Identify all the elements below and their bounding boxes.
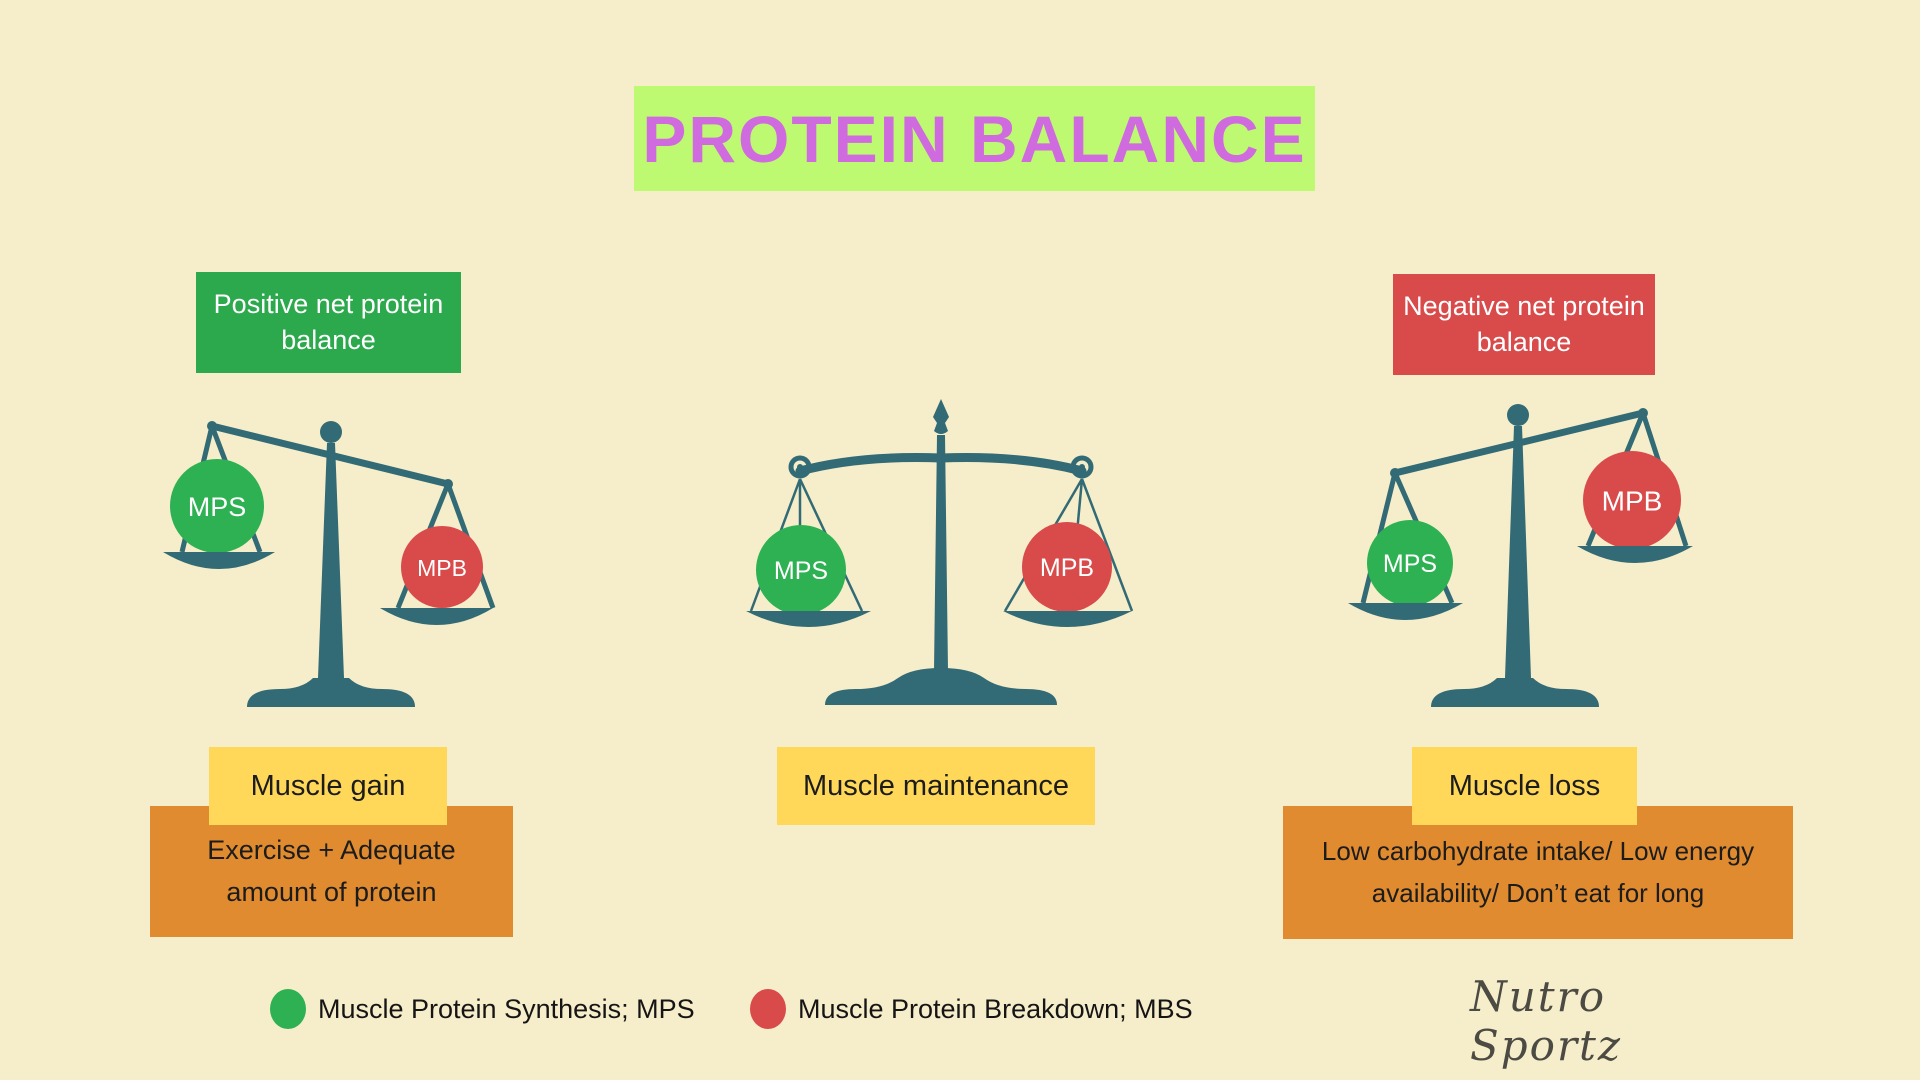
- legend-label-mpb: Muscle Protein Breakdown; MBS: [798, 993, 1193, 1024]
- title-banner: PROTEIN BALANCE: [634, 86, 1315, 191]
- balance-scale-negative-icon: MPS MPB: [1348, 404, 1693, 707]
- scale-column: [318, 443, 344, 678]
- scroll-dot: [797, 464, 803, 470]
- mpb-ball: [401, 526, 483, 608]
- mpb-label: MPB: [1040, 554, 1094, 582]
- muscle-gain-label: Muscle gain: [209, 747, 447, 825]
- page-title: PROTEIN BALANCE: [642, 101, 1307, 176]
- scale-pan: [1577, 546, 1693, 563]
- finial: [933, 399, 949, 434]
- scale-pan: [1003, 611, 1132, 627]
- mps-label: MPS: [774, 557, 828, 585]
- muscle-loss-label: Muscle loss: [1412, 747, 1637, 825]
- legend-label-mps: Muscle Protein Synthesis; MPS: [318, 993, 695, 1024]
- scale-beam: [1394, 409, 1644, 477]
- balance-scale-positive-icon: MPS MPB: [163, 421, 496, 707]
- scale-column: [1505, 426, 1531, 678]
- scroll-end-icon: [1070, 455, 1094, 479]
- mpb-label: MPB: [1602, 486, 1663, 517]
- mps-label: MPS: [1383, 550, 1437, 578]
- mps-ball: [1367, 520, 1453, 606]
- mps-ball: [170, 459, 264, 553]
- scale-base: [1431, 678, 1599, 707]
- scroll-dot: [1079, 464, 1085, 470]
- scale-beam: [211, 422, 449, 488]
- scale-pan: [746, 611, 871, 627]
- pivot-knob: [320, 421, 342, 443]
- red-dot-icon: [750, 989, 786, 1029]
- muscle-gain-cause: Exercise + Adequate amount of protein: [150, 806, 513, 937]
- mpb-ball: [1022, 522, 1112, 612]
- mpb-label: MPB: [417, 555, 467, 581]
- scale-base: [247, 678, 415, 707]
- legend-item-mpb: Muscle Protein Breakdown; MBS: [750, 988, 1193, 1030]
- negative-balance-header: Negative net protein balance: [1393, 274, 1655, 375]
- positive-balance-header: Positive net protein balance: [196, 272, 461, 373]
- scroll-end-icon: [788, 455, 812, 479]
- legend-item-mps: Muscle Protein Synthesis; MPS: [270, 988, 695, 1030]
- scale-pan: [1348, 603, 1463, 620]
- mps-ball: [756, 525, 846, 615]
- mps-label: MPS: [188, 492, 247, 522]
- scale-beam: [795, 453, 1087, 476]
- brand-signature: Nutro Sportz: [1470, 972, 1623, 1070]
- mpb-ball: [1583, 451, 1681, 549]
- balance-scale-balanced-icon: MPS MPB: [746, 399, 1134, 705]
- green-dot-icon: [270, 989, 306, 1029]
- scale-base: [825, 668, 1057, 705]
- scale-pan: [380, 608, 493, 625]
- muscle-maintenance-label: Muscle maintenance: [777, 747, 1095, 825]
- muscle-loss-cause: Low carbohydrate intake/ Low energy avai…: [1283, 806, 1793, 939]
- scale-column: [934, 435, 948, 671]
- pivot-knob: [1507, 404, 1529, 426]
- scale-pan: [163, 552, 275, 569]
